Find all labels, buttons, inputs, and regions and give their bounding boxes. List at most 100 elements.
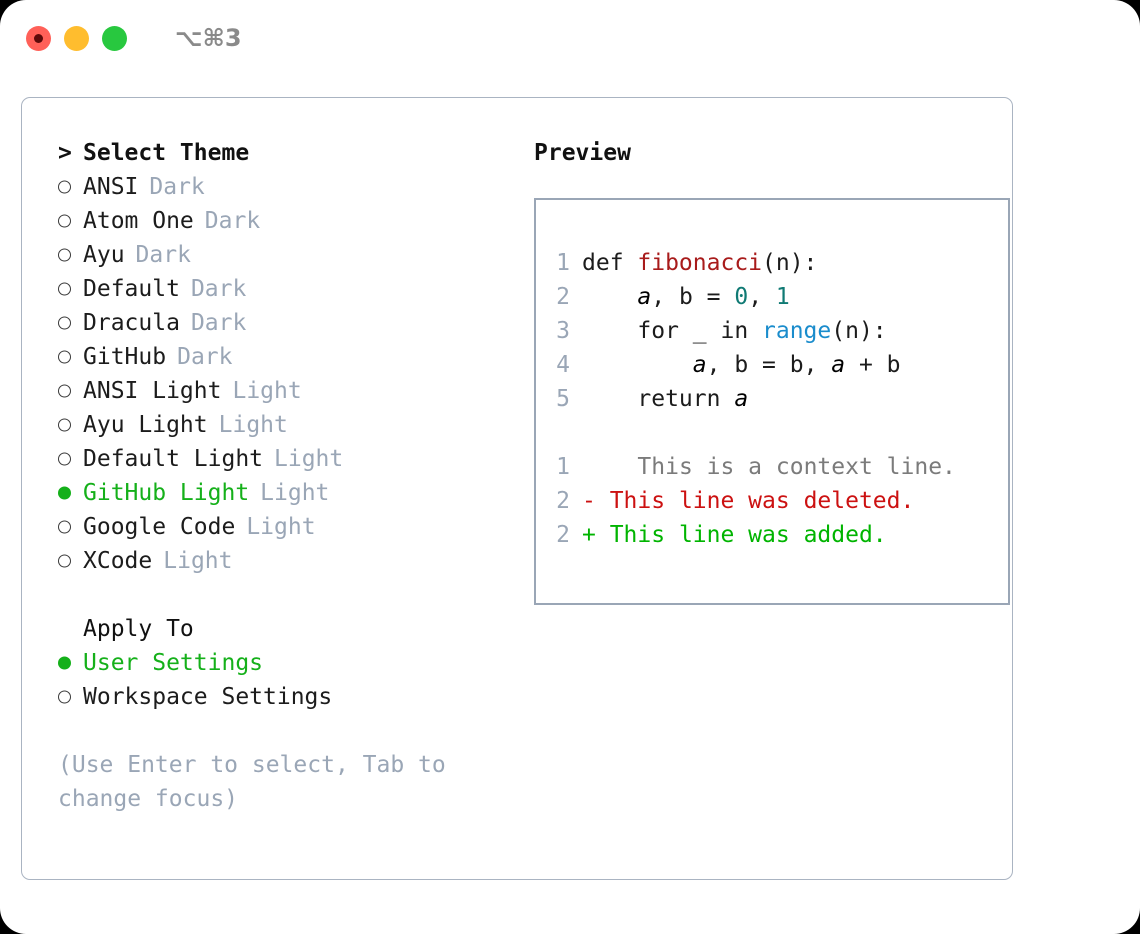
theme-kind-badge: Light (246, 514, 316, 540)
theme-name-label: ANSI (83, 174, 139, 200)
theme-name-label: Ayu Light (83, 412, 208, 438)
diff-line: 1 This is a context line. (536, 450, 1008, 484)
code-line-text: a, b = b, a + b (582, 348, 901, 382)
theme-list-item[interactable]: XCode Light (58, 544, 509, 578)
code-line: 2 a, b = 0, 1 (536, 280, 1008, 314)
keyboard-hint-text: (Use Enter to select, Tab to change focu… (58, 752, 460, 812)
apply-to-label: User Settings (83, 650, 264, 676)
radio-unselected-icon[interactable] (58, 340, 83, 374)
line-number: 2 (556, 522, 570, 548)
theme-name-label: Ayu (83, 242, 125, 268)
theme-name-label: XCode (83, 548, 153, 574)
section-spacer (58, 578, 509, 612)
minimize-button[interactable] (64, 25, 89, 51)
radio-selected-icon[interactable] (58, 646, 83, 680)
apply-to-title: Apply To (83, 616, 194, 642)
radio-unselected-icon[interactable] (58, 170, 83, 204)
code-token: a (831, 352, 846, 378)
line-number: 1 (556, 250, 570, 276)
radio-unselected-icon[interactable] (58, 374, 83, 408)
theme-kind-badge: Dark (177, 344, 233, 370)
code-token: a (692, 352, 707, 378)
code-line-text: a, b = 0, 1 (582, 280, 790, 314)
theme-kind-badge: Dark (135, 242, 191, 268)
radio-unselected-icon[interactable] (58, 408, 83, 442)
radio-unselected-icon[interactable] (58, 544, 83, 578)
close-button[interactable] (26, 25, 51, 51)
diff-line-text: This line was deleted. (609, 488, 915, 514)
code-token: + b (845, 352, 901, 378)
line-number: 5 (556, 386, 570, 412)
radio-unselected-icon[interactable] (58, 306, 83, 340)
radio-unselected-icon[interactable] (58, 238, 83, 272)
preview-title: Preview (534, 140, 631, 166)
maximize-button[interactable] (102, 25, 127, 51)
code-token: a (734, 386, 749, 412)
diff-line-text: This is a context line. (609, 454, 956, 480)
theme-list-item[interactable]: Dracula Dark (58, 306, 509, 340)
radio-unselected-icon[interactable] (58, 204, 83, 238)
code-diff-spacer (536, 416, 1008, 450)
code-token: (n): (831, 318, 887, 344)
theme-kind-badge: Dark (190, 276, 247, 302)
code-line-text: for _ in range(n): (582, 314, 887, 348)
theme-kind-badge: Light (260, 480, 330, 506)
theme-list-item[interactable]: GitHub Dark (58, 340, 509, 374)
radio-unselected-icon[interactable] (58, 510, 83, 544)
recording-indicator-icon (34, 33, 43, 43)
diff-line-text: This line was added. (609, 522, 887, 548)
diff-marker (582, 450, 610, 484)
traffic-lights (26, 25, 127, 51)
diff-line: 2- This line was deleted. (536, 484, 1008, 518)
theme-kind-badge: Light (163, 548, 233, 574)
code-token: , b = b, (706, 352, 832, 378)
code-token (582, 352, 693, 378)
theme-name-label: Dracula (83, 310, 180, 336)
line-number: 2 (556, 488, 570, 514)
theme-name-label: GitHub (83, 344, 167, 370)
code-token: (n): (762, 250, 818, 276)
theme-list-item[interactable]: ANSI Dark (58, 170, 509, 204)
line-number: 1 (556, 454, 570, 480)
select-theme-label: Select Theme (83, 140, 250, 166)
code-token: 0 (734, 284, 749, 310)
theme-kind-badge: Light (218, 412, 288, 438)
code-token: def (582, 250, 638, 276)
theme-kind-badge: Dark (149, 174, 205, 200)
radio-unselected-icon[interactable] (58, 442, 83, 476)
code-line: 3 for _ in range(n): (536, 314, 1008, 348)
theme-name-label: ANSI Light (83, 378, 222, 404)
code-token: return (582, 386, 735, 412)
code-line: 1 def fibonacci(n): (536, 246, 1008, 280)
theme-list-item[interactable]: ANSI Light Light (58, 374, 509, 408)
theme-list-item[interactable]: GitHub Light Light (58, 476, 509, 510)
theme-list-item[interactable]: Default Light Light (58, 442, 509, 476)
theme-kind-badge: Light (232, 378, 302, 404)
diff-marker: - (582, 488, 610, 514)
theme-name-label: GitHub Light (83, 480, 250, 506)
radio-selected-icon[interactable] (58, 476, 83, 510)
theme-kind-badge: Dark (190, 310, 247, 336)
code-line-text: def fibonacci(n): (582, 246, 817, 280)
code-token: 1 (775, 284, 790, 310)
theme-kind-badge: Light (274, 446, 344, 472)
theme-name-label: Default Light (83, 446, 264, 472)
apply-to-option[interactable]: User Settings (58, 646, 509, 680)
code-token (582, 284, 637, 310)
title-bar: ⌥⌘3 (0, 0, 1140, 76)
theme-list-item[interactable]: Ayu Dark (58, 238, 509, 272)
code-token: a (637, 284, 652, 310)
radio-unselected-icon[interactable] (58, 272, 83, 306)
apply-to-option[interactable]: Workspace Settings (58, 680, 509, 714)
theme-list-item[interactable]: Ayu Light Light (58, 408, 509, 442)
radio-unselected-icon[interactable] (58, 680, 83, 714)
